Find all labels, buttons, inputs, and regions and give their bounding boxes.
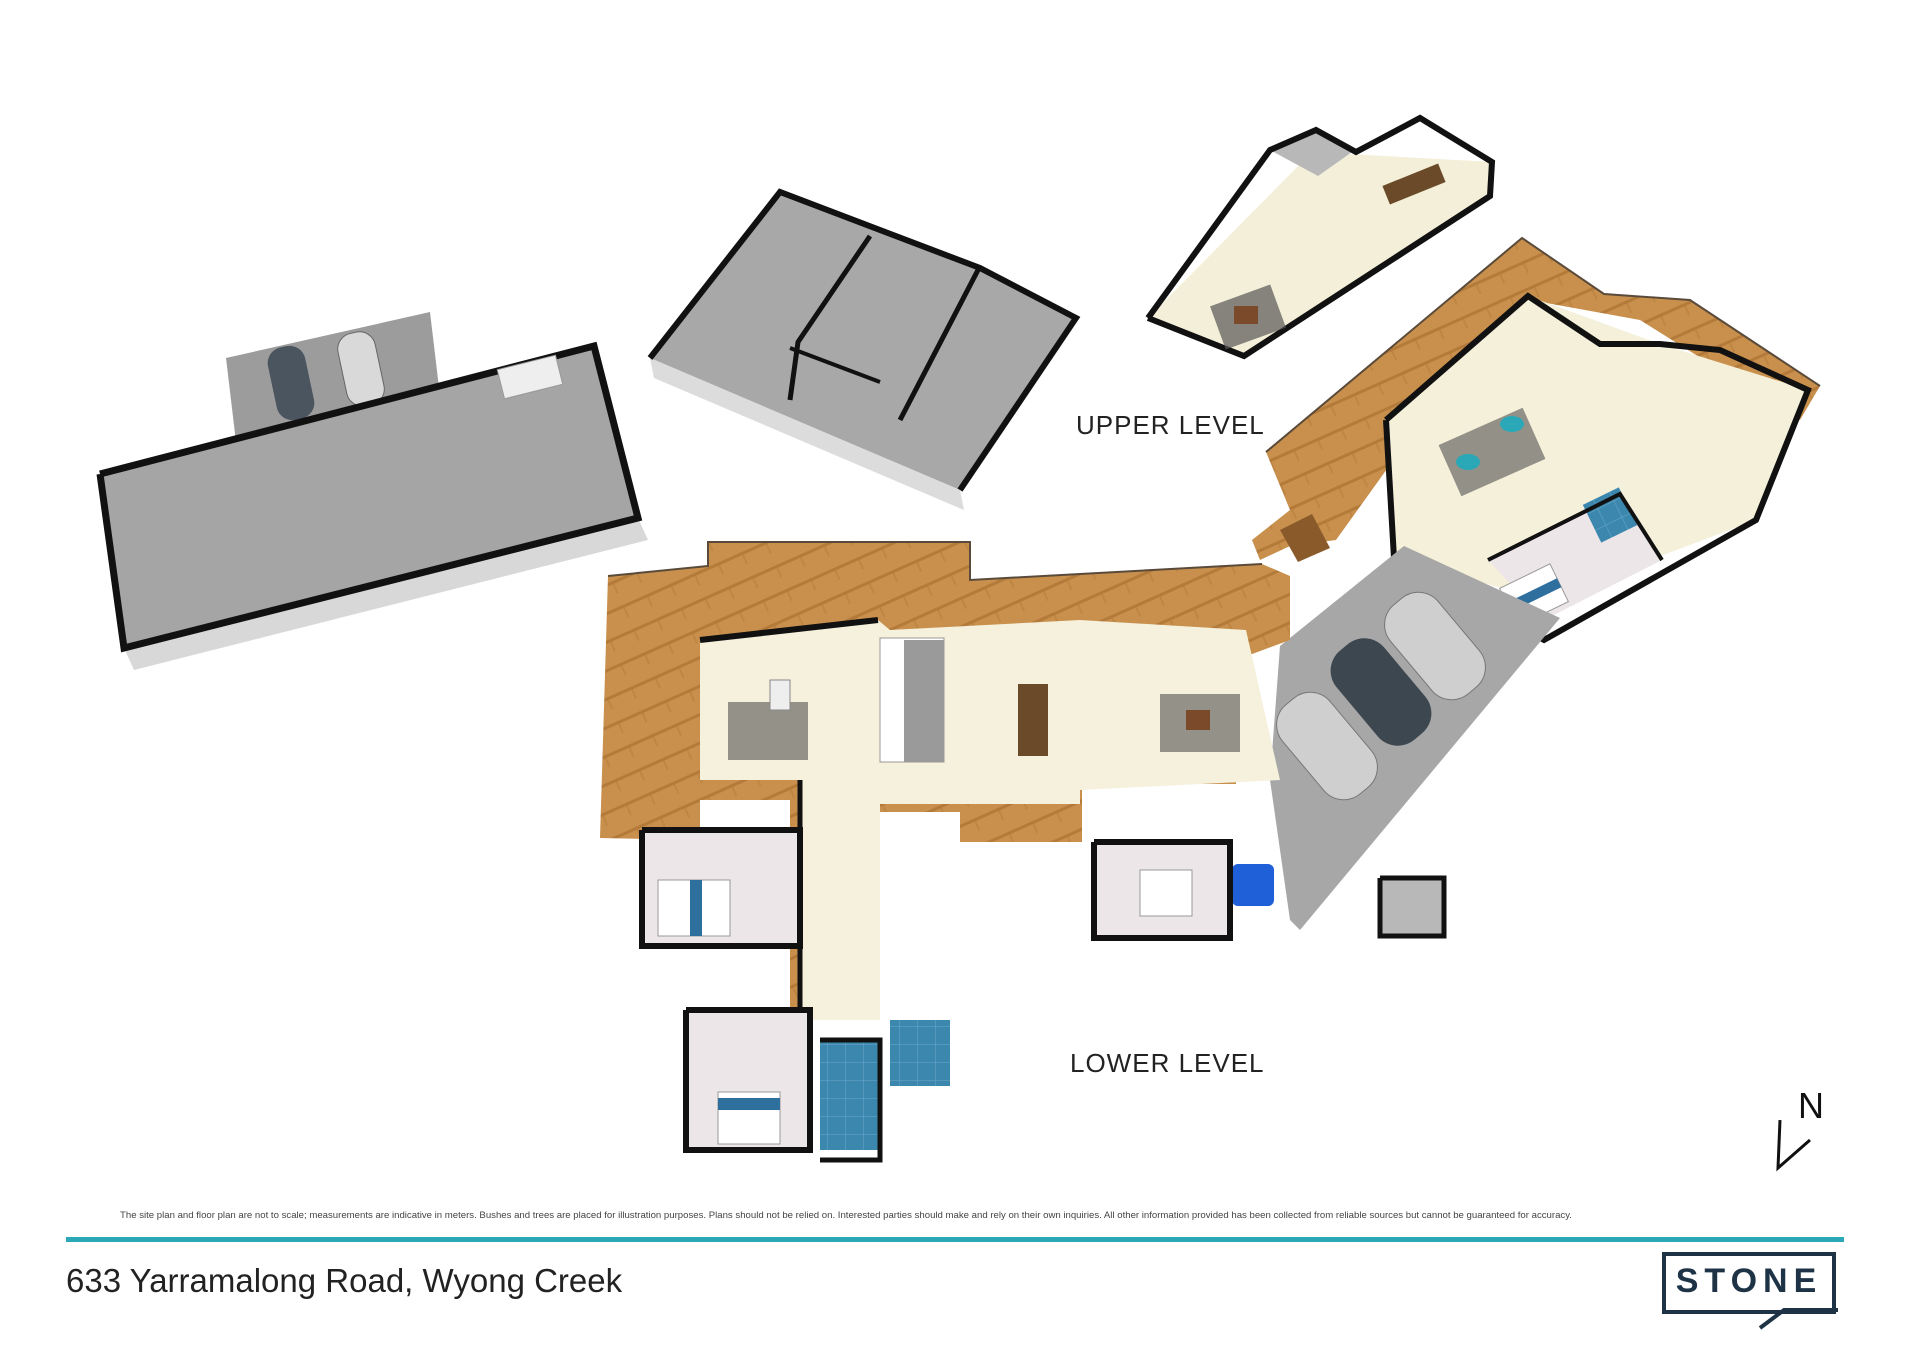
- disclaimer-text: The site plan and floor plan are not to …: [120, 1210, 1572, 1221]
- upper-lounge-set: [1438, 407, 1546, 497]
- carport-car-2: [1330, 638, 1432, 746]
- lower-living-set-west: [728, 679, 808, 760]
- upper-inner-walls: [1487, 491, 1664, 562]
- storage-floor: [650, 192, 1076, 490]
- lower-bedroom-2-walls: [683, 1007, 813, 1153]
- carport-car-3: [1384, 591, 1486, 701]
- lower-main-level: [600, 541, 1447, 1163]
- lower-interior-floor: [700, 620, 1280, 804]
- lower-carport: [1270, 546, 1560, 930]
- lower-bathroom-1-tiles: [820, 1040, 880, 1150]
- garage-parked-car: [267, 331, 385, 421]
- brand-logo: STONE: [1662, 1252, 1842, 1330]
- carport-car-1: [1276, 691, 1378, 801]
- storage-partition-1: [787, 234, 873, 401]
- lower-guest-suite-walls: [1091, 839, 1233, 941]
- garage-structure: [96, 312, 648, 670]
- storage-partition-3: [789, 346, 881, 384]
- upper-wing-walls: [1145, 114, 1496, 360]
- lower-bedroom-1-bed: [657, 879, 731, 937]
- upper-stair: [1280, 514, 1330, 562]
- upper-deck-railing: [1265, 236, 1821, 453]
- north-arrow: [1776, 1119, 1811, 1172]
- lower-interior-walls: [699, 617, 879, 643]
- upper-wing-dining-set: [1382, 163, 1446, 205]
- garage-floor: [100, 346, 638, 648]
- storage-wall-front: [650, 358, 964, 510]
- upper-deck: [1252, 238, 1820, 560]
- lower-level-label: LOWER LEVEL: [1070, 1048, 1265, 1078]
- lower-bathroom-2-tiles: [890, 1020, 950, 1086]
- lower-dining-set: [1018, 684, 1048, 756]
- garage-door: [496, 354, 564, 400]
- shed-floor: [1380, 878, 1444, 936]
- storage-rooms: [647, 188, 1081, 510]
- garage-wall-front: [124, 518, 648, 670]
- footer-divider: [66, 1237, 1844, 1242]
- storage-outer-walls: [647, 188, 1081, 492]
- upper-wing-room: [1145, 114, 1496, 360]
- garage-walls: [96, 341, 643, 653]
- lower-spa: [1232, 864, 1274, 906]
- upper-interior-floor: [1386, 296, 1808, 600]
- lower-bathroom-walls: [820, 1037, 883, 1163]
- lower-bedroom-1-walls: [639, 827, 803, 949]
- north-letter: N: [1798, 1085, 1824, 1126]
- upper-wing-lounge-set: [1210, 284, 1286, 350]
- shed-walls: [1377, 875, 1447, 939]
- lower-living-set-east: [1160, 694, 1240, 752]
- lower-deck-railing: [607, 541, 1263, 582]
- logo-text: STONE: [1675, 1262, 1823, 1300]
- logo-underline-icon: [1758, 1308, 1838, 1330]
- lower-bedroom-2-bed: [717, 1091, 781, 1145]
- north-indicator: N: [1770, 1085, 1840, 1175]
- upper-main-wing: [1252, 236, 1821, 644]
- storage-partition-2: [897, 268, 981, 422]
- upper-level-label: UPPER LEVEL: [1076, 410, 1265, 440]
- property-address: 633 Yarramalong Road, Wyong Creek: [66, 1262, 623, 1299]
- lower-kitchen-bench: [904, 640, 944, 762]
- lower-guest-suite-bed: [1139, 869, 1193, 917]
- lower-hallway: [800, 780, 880, 1020]
- logo-frame: [1662, 1252, 1836, 1314]
